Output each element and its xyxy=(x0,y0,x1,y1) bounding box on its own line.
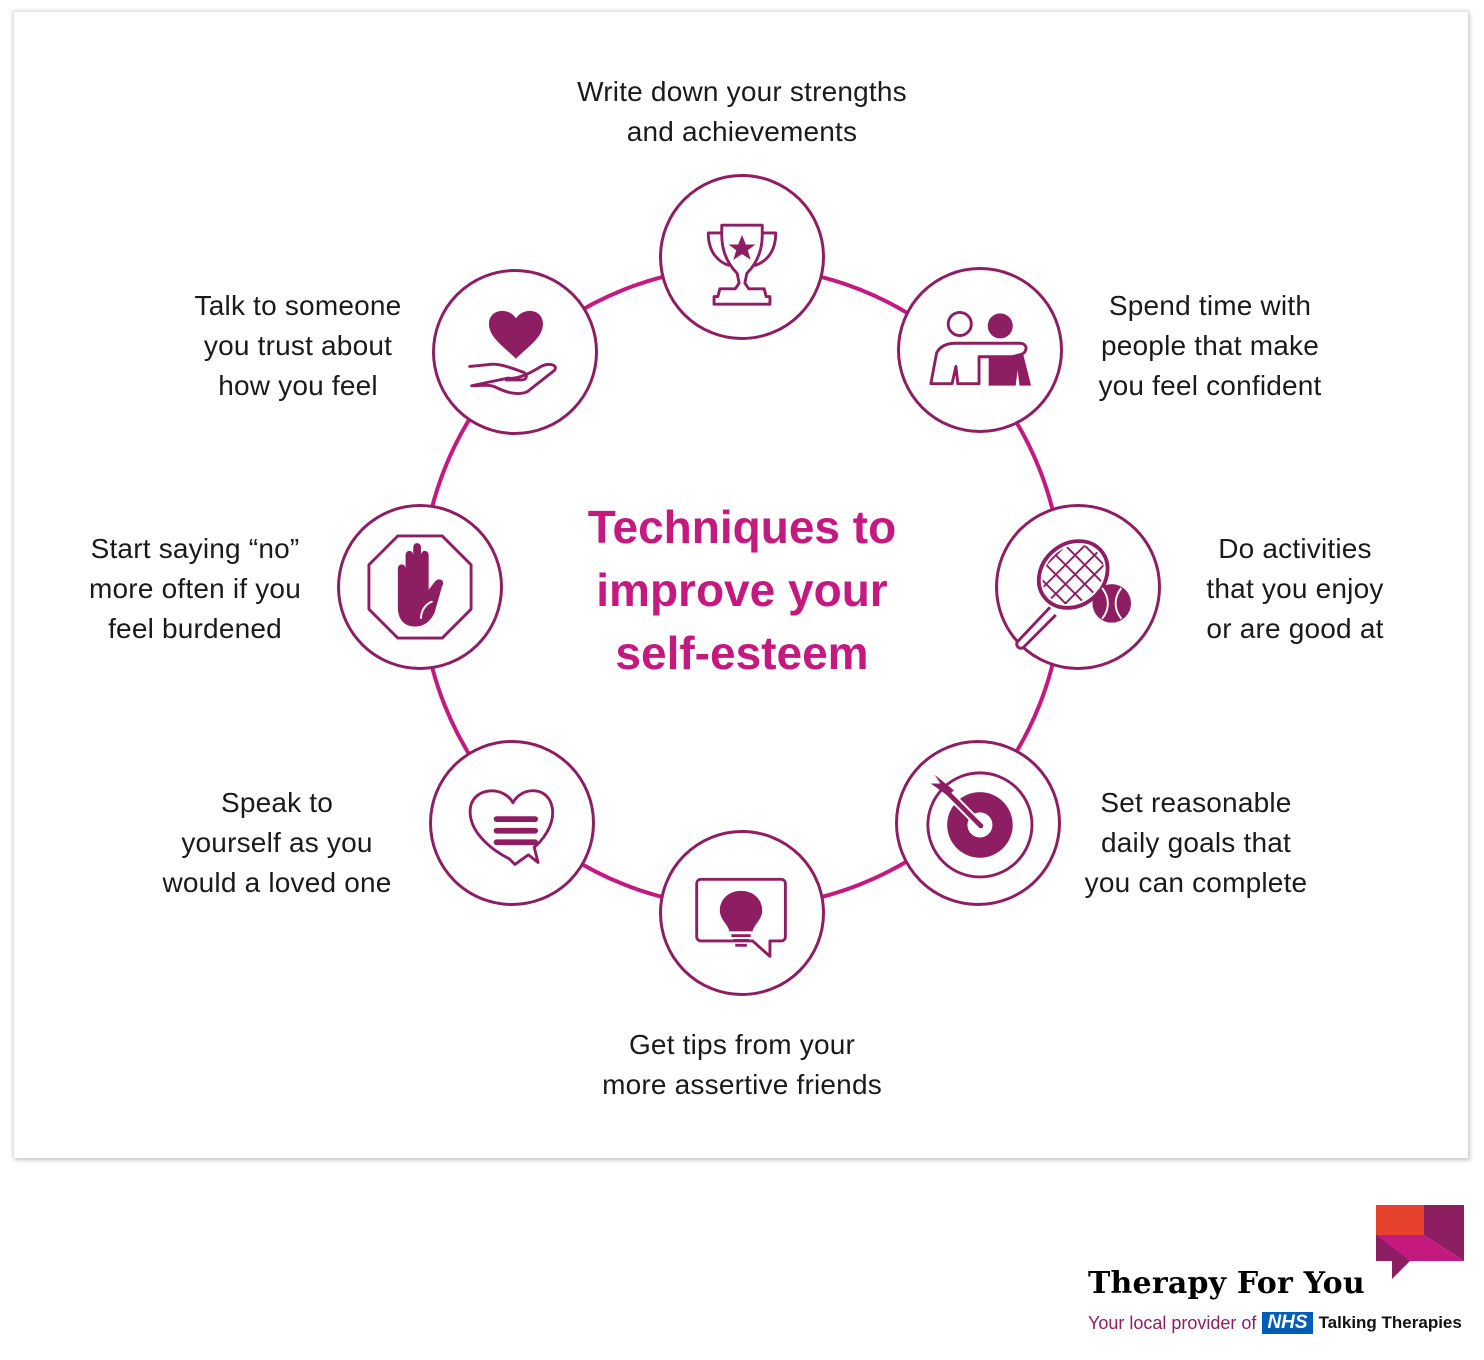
technique-label: Start saying “no” more often if you feel… xyxy=(89,533,301,644)
technique-label: Spend time with people that make you fee… xyxy=(1098,290,1322,401)
technique-label: Set reasonable daily goals that you can … xyxy=(1084,787,1308,898)
heart-speech-icon xyxy=(468,789,555,866)
brand-name: Therapy For You xyxy=(1088,1266,1365,1301)
technique-label: Get tips from your more assertive friend… xyxy=(602,1029,882,1100)
technique-node-talk xyxy=(432,269,598,435)
technique-node-goals xyxy=(895,740,1061,906)
technique-node-tips xyxy=(659,830,825,996)
technique-node-say-no xyxy=(337,504,503,670)
technique-label: Talk to someone you trust about how you … xyxy=(194,290,402,401)
people-support-icon xyxy=(929,310,1032,386)
brand-tagline: Your local provider of NHS Talking Thera… xyxy=(1088,1312,1462,1334)
tennis-icon xyxy=(1015,532,1132,650)
brand-speech-icon xyxy=(1376,1205,1464,1279)
nhs-logo: NHS xyxy=(1262,1312,1313,1334)
stop-hand-icon xyxy=(367,534,473,640)
technique-label: Write down your strengths and achievemen… xyxy=(577,76,907,147)
technique-node-self-talk xyxy=(429,740,595,906)
heart-hand-icon xyxy=(468,310,557,395)
lightbulb-speech-icon xyxy=(695,877,787,958)
service-name: Talking Therapies xyxy=(1318,1313,1462,1332)
technique-label: Speak to yourself as you would a loved o… xyxy=(162,787,392,898)
technique-node-strengths xyxy=(659,174,825,340)
target-icon xyxy=(926,771,1034,879)
diagram-title: Techniques to improve your self-esteem xyxy=(587,501,897,679)
technique-node-people xyxy=(897,267,1063,433)
technique-node-activities xyxy=(995,504,1161,670)
technique-label: Do activities that you enjoy or are good… xyxy=(1206,533,1384,644)
tagline-text: Your local provider of xyxy=(1088,1312,1257,1333)
trophy-icon xyxy=(706,223,778,306)
